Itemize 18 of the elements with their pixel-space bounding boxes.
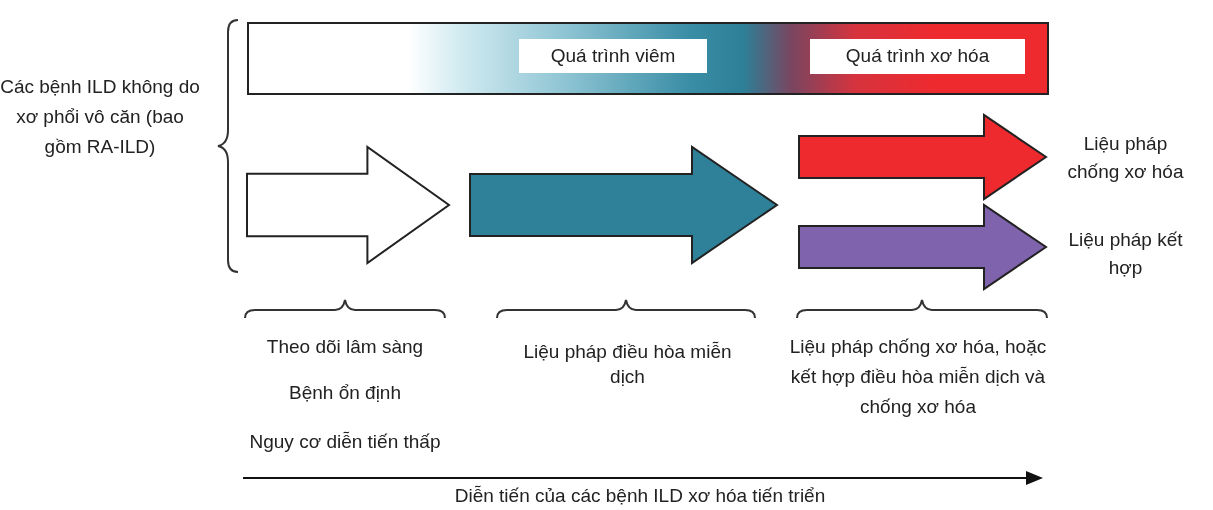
block-arrow xyxy=(798,203,1048,291)
stage-text: Theo dõi lâm sàng xyxy=(265,335,425,359)
stage-text: Liệu pháp chống xơ hóa, hoặc kết hợp điều hòa miễn dịch và chống xơ hóa xyxy=(788,335,1048,419)
block-arrow xyxy=(798,113,1048,201)
axis-caption: Diễn tiến của các bệnh ILD xơ hóa tiến triển xyxy=(453,485,827,507)
group-label: Các bệnh ILD không do xơ phổi vô căn (bao gồm RA-ILD) xyxy=(0,75,200,159)
stage-text: Liệu pháp điều hòa miễn dịch xyxy=(522,340,733,389)
therapy-label: Liệu pháp kết hợp xyxy=(1067,227,1184,280)
gradient-bar xyxy=(247,22,1049,95)
stage-text: Nguy cơ diễn tiến thấp xyxy=(248,430,442,454)
process-label-box xyxy=(810,39,1025,74)
therapy-label: Liệu pháp chống xơ hóa xyxy=(1066,131,1185,184)
process-label-box xyxy=(519,39,707,73)
block-arrow xyxy=(246,146,450,264)
stage-label: Quá trình xơ hóa xyxy=(845,44,990,69)
stage-text: Bệnh ổn định xyxy=(288,381,402,405)
block-arrow xyxy=(469,145,779,265)
stage-label: Quá trình viêm xyxy=(550,43,676,68)
